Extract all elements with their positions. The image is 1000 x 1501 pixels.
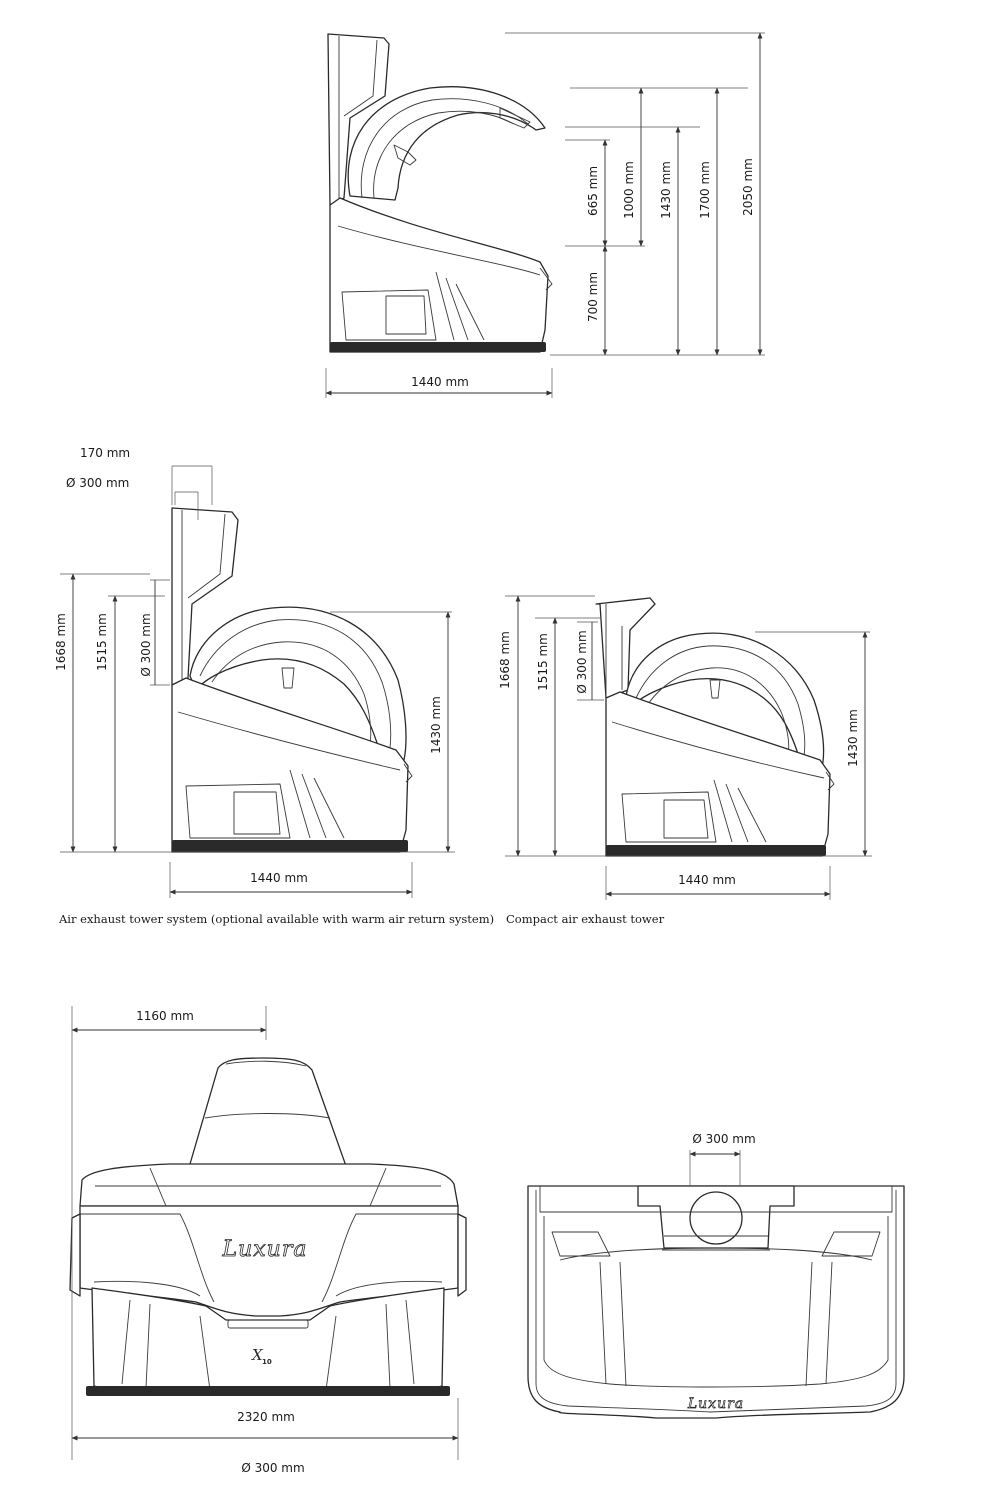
view3-caption: Compact air exhaust tower bbox=[506, 912, 665, 926]
view-top: Luxura Ø 300 mm bbox=[527, 1132, 905, 1419]
view1-dim-1430: 1430 mm bbox=[659, 161, 673, 219]
view4-dim-dia-bottom: Ø 300 mm bbox=[241, 1461, 304, 1475]
view2-dim-170: 170 mm bbox=[80, 446, 130, 460]
view1-dim-1000: 1000 mm bbox=[622, 161, 636, 219]
view4-dim-1160: 1160 mm bbox=[136, 1009, 194, 1023]
view3-dim-1668: 1668 mm bbox=[498, 631, 512, 689]
front-model-logo: X bbox=[251, 1346, 264, 1364]
view4-dim-2320: 2320 mm bbox=[237, 1410, 295, 1424]
view1-dim-700: 700 mm bbox=[586, 272, 600, 322]
view1-dim-665: 665 mm bbox=[586, 166, 600, 216]
view2-width-label: 1440 mm bbox=[250, 871, 308, 885]
view1-dim-2050: 2050 mm bbox=[741, 158, 755, 216]
view-side-open: 1440 mm 665 mm 700 mm 1000 mm 1430 mm 17… bbox=[325, 32, 765, 398]
solarium-side-tower-drawing bbox=[171, 507, 413, 853]
view2-dim-1515: 1515 mm bbox=[95, 613, 109, 671]
view-side-exhaust-tower: 170 mm Ø 300 mm 1668 mm 1515 mm Ø 300 mm… bbox=[54, 446, 455, 898]
view2-dim-1668: 1668 mm bbox=[54, 613, 68, 671]
view2-dim-dia-top: Ø 300 mm bbox=[66, 476, 129, 490]
view1-width-label: 1440 mm bbox=[411, 375, 469, 389]
top-brand-logo: Luxura bbox=[687, 1396, 744, 1412]
solarium-side-open-drawing bbox=[327, 33, 553, 353]
view2-caption: Air exhaust tower system (optional avail… bbox=[59, 912, 495, 926]
view3-dim-1430: 1430 mm bbox=[846, 709, 860, 767]
view3-dim-dia-side: Ø 300 mm bbox=[575, 630, 589, 693]
solarium-side-compact-drawing bbox=[595, 597, 835, 857]
view2-dim-dia-side: Ø 300 mm bbox=[139, 613, 153, 676]
view3-dim-1515: 1515 mm bbox=[536, 633, 550, 691]
solarium-front-drawing: Luxura X 10 bbox=[69, 1057, 467, 1396]
view2-dim-1430: 1430 mm bbox=[429, 696, 443, 754]
view3-width-label: 1440 mm bbox=[678, 873, 736, 887]
front-model-sub: 10 bbox=[262, 1358, 272, 1366]
view5-dim-dia-top: Ø 300 mm bbox=[692, 1132, 755, 1146]
view1-dim-1700: 1700 mm bbox=[698, 161, 712, 219]
view-front: Luxura X 10 1160 mm 2320 mm Ø 300 mm bbox=[69, 1006, 467, 1475]
front-brand-logo: Luxura bbox=[222, 1237, 308, 1262]
view-side-compact-tower: 1668 mm 1515 mm Ø 300 mm 1430 mm 1440 mm bbox=[498, 595, 872, 900]
solarium-top-drawing: Luxura bbox=[527, 1185, 905, 1419]
